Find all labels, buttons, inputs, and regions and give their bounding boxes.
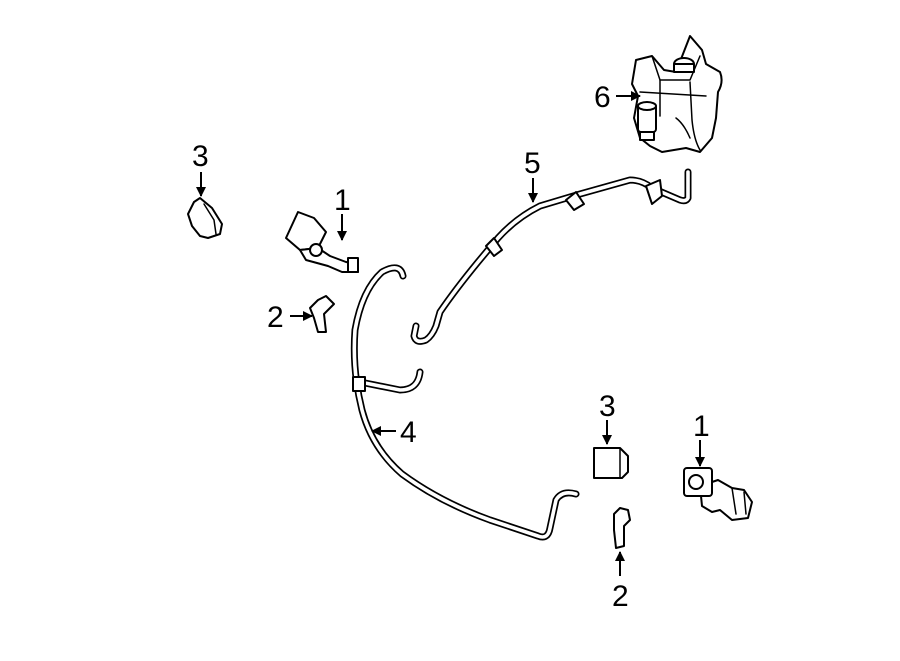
nozzle-cap-upper bbox=[187, 197, 223, 239]
hose-lower bbox=[350, 264, 580, 541]
clip-upper bbox=[309, 295, 335, 333]
callout-3-upper: 3 bbox=[192, 140, 209, 173]
callout-1-lower: 1 bbox=[693, 410, 710, 443]
callout-1-upper: 1 bbox=[334, 184, 351, 217]
callout-2-lower: 2 bbox=[612, 580, 629, 613]
washer-nozzle-upper bbox=[285, 211, 359, 273]
clip-lower bbox=[613, 507, 631, 549]
hose-upper bbox=[410, 168, 692, 345]
washer-nozzle-lower bbox=[683, 467, 753, 521]
callout-6: 6 bbox=[594, 81, 611, 114]
callout-3-lower: 3 bbox=[599, 390, 616, 423]
nozzle-cap-lower bbox=[593, 447, 629, 479]
callout-5: 5 bbox=[524, 147, 541, 180]
callout-4: 4 bbox=[400, 416, 417, 449]
leader-lines bbox=[196, 91, 705, 576]
washer-reservoir bbox=[631, 35, 723, 153]
callout-2-upper: 2 bbox=[267, 301, 284, 334]
